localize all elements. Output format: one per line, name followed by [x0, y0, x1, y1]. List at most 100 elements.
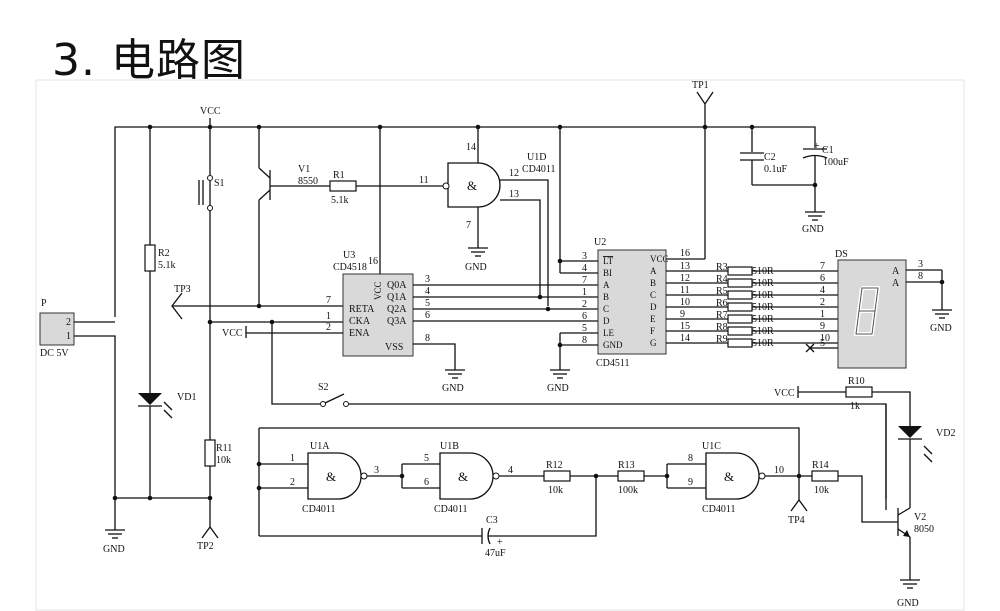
c2-value: 0.1uF: [764, 164, 788, 175]
u2-left-pin-num: 7: [582, 275, 587, 286]
u3-pin-q3a: Q3A: [387, 316, 407, 327]
u2-left-pin-num: 1: [582, 287, 587, 298]
u2-right-pin-name: A: [650, 266, 657, 276]
p-label: P: [41, 298, 47, 309]
r10-value: 1k: [850, 401, 860, 412]
ds-pin8: 8: [918, 271, 923, 282]
segment-resistor-label: R6: [716, 298, 728, 309]
u1b-label: U1B: [440, 441, 459, 452]
u3-pin7: 7: [326, 295, 331, 306]
r10-label: R10: [848, 376, 865, 387]
u1b-amp: &: [458, 469, 468, 484]
r2-value: 5.1k: [158, 260, 176, 271]
gnd-label-u3: GND: [442, 383, 464, 394]
segment-resistor-label: R8: [716, 322, 728, 333]
u2-left-pin-num: 5: [582, 323, 587, 334]
u2-right-pin-name: C: [650, 290, 656, 300]
u3-pin16: 16: [368, 256, 378, 267]
c1-plus: +: [814, 141, 820, 152]
segment-resistor: [727, 314, 753, 324]
u1c-pin9: 9: [688, 477, 693, 488]
u1a-amp: &: [326, 469, 336, 484]
u2-right-pin-num: 11: [680, 285, 690, 296]
u2-left-pin-name: B: [603, 292, 609, 302]
r12-label: R12: [546, 460, 563, 471]
ds-label: DS: [835, 249, 848, 260]
u2-right-pin-name: VCC: [650, 254, 669, 264]
v1-part: 8550: [298, 176, 318, 187]
r13-value: 100k: [618, 485, 638, 496]
gnd-symbol-u1d: [468, 247, 488, 257]
u3-pin4: 4: [425, 286, 430, 297]
segment-resistor-label: R5: [716, 286, 728, 297]
ds-common-a1: A: [892, 266, 900, 277]
u2-left-pin-num: 3: [582, 251, 587, 262]
u2-right-pin-num: 12: [680, 273, 690, 284]
u2-left-pin-num: 4: [582, 263, 587, 274]
u1d-pin12: 12: [509, 168, 519, 179]
gnd-symbol-c1: [805, 211, 825, 221]
v1-label: V1: [298, 164, 310, 175]
u1b-part: CD4011: [434, 504, 468, 515]
u3-pin-cka: CKA: [349, 316, 371, 327]
u1b-pin4: 4: [508, 465, 513, 476]
u1d-pin14: 14: [466, 142, 476, 153]
u2-right-pin-name: G: [650, 338, 657, 348]
u1c-pin10: 10: [774, 465, 784, 476]
c2-label: C2: [764, 152, 776, 163]
segment-resistor: [727, 290, 753, 300]
u1a-part: CD4011: [302, 504, 336, 515]
u2-left-pin-name: A: [603, 280, 610, 290]
tp4-label: TP4: [788, 515, 805, 526]
u3-part: CD4518: [333, 262, 367, 273]
u1c-part: CD4011: [702, 504, 736, 515]
r2-label: R2: [158, 248, 170, 259]
u3-pin-ena: ENA: [349, 328, 370, 339]
u2-right-pin-name: D: [650, 302, 657, 312]
u1d-part: CD4011: [522, 164, 556, 175]
u1c-amp: &: [724, 469, 734, 484]
u2-right-pin-num: 15: [680, 321, 690, 332]
segment-resistor: [727, 326, 753, 336]
u1a-pin2: 2: [290, 477, 295, 488]
u3-pin1: 1: [326, 311, 331, 322]
u3-pin-q2a: Q2A: [387, 304, 407, 315]
u2-pin16: 16: [680, 248, 690, 259]
u2-left-pin-num: 8: [582, 335, 587, 346]
ds-pin-num: 1: [820, 309, 825, 320]
p-dc-label: DC 5V: [40, 348, 69, 359]
u2-left-pin-name: GND: [603, 340, 623, 350]
u3-pin-q0a: Q0A: [387, 280, 407, 291]
r12-value: 10k: [548, 485, 563, 496]
vd1-label: VD1: [177, 392, 196, 403]
gnd-symbol-u2: [550, 369, 570, 379]
u1d-pin13: 13: [509, 189, 519, 200]
ds-pin3: 3: [918, 259, 923, 270]
u2-right-pin-name: E: [650, 314, 656, 324]
segment-resistor-label: R3: [716, 262, 728, 273]
u3-pin-q1a: Q1A: [387, 292, 407, 303]
u2-chip: [597, 249, 667, 355]
gnd-label-c1: GND: [802, 224, 824, 235]
u2-left-pin-name: LE: [603, 328, 614, 338]
u1d-amp: &: [467, 178, 477, 193]
u1c-label: U1C: [702, 441, 721, 452]
ds-pin-num: 5: [820, 338, 825, 349]
u2-right-pin-num: 14: [680, 333, 690, 344]
u1d-pin7: 7: [466, 220, 471, 231]
gnd-symbol-u3: [445, 369, 465, 379]
u1b-pin5: 5: [424, 453, 429, 464]
v2-part: 8050: [914, 524, 934, 535]
u3-pin3: 3: [425, 274, 430, 285]
ds-pin-num: 10: [820, 333, 830, 344]
power-connector: [39, 312, 75, 346]
gnd-symbol-v2: [900, 579, 920, 589]
u3-label: U3: [343, 250, 355, 261]
c3-value: 47uF: [485, 548, 506, 559]
s1-label: S1: [214, 178, 225, 189]
u1c-pin8: 8: [688, 453, 693, 464]
u1b-pin6: 6: [424, 477, 429, 488]
c1-label: C1: [822, 145, 834, 156]
p-pin1: 1: [66, 331, 71, 342]
